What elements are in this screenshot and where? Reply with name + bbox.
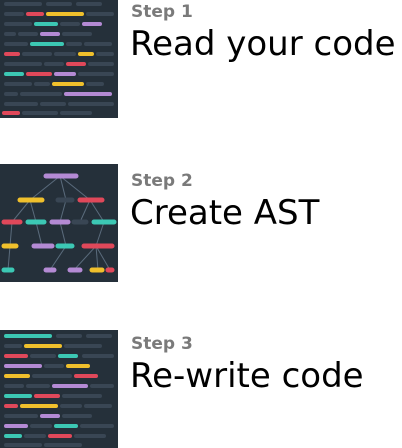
step-title: Re-write code xyxy=(130,356,364,396)
syntax-tree-thumbnail xyxy=(0,164,118,282)
code-editor-thumbnail xyxy=(0,0,118,118)
step-label: Step 2 xyxy=(131,171,193,191)
step-title: Create AST xyxy=(130,193,320,233)
step-title: Read your code xyxy=(130,24,396,64)
step-label: Step 3 xyxy=(131,334,193,354)
step-1: Step 1 Read your code xyxy=(0,0,402,120)
rewritten-code-thumbnail xyxy=(0,330,118,448)
step-2: Step 2 Create AST xyxy=(0,164,402,284)
step-label: Step 1 xyxy=(131,2,193,22)
step-3: Step 3 Re-write code xyxy=(0,330,402,448)
